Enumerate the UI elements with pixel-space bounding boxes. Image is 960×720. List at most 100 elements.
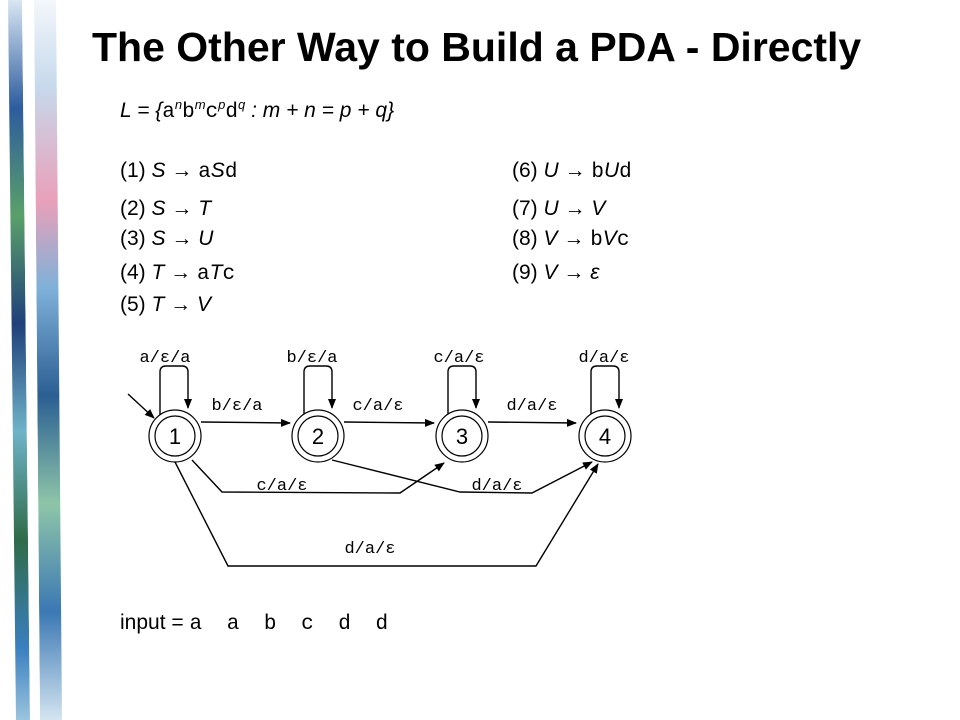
transition-label: c/a/ε — [256, 477, 307, 496]
grammar-rule-6: (6) U → bUd — [512, 160, 632, 183]
rule-lhs: S — [151, 159, 166, 182]
language-definition: L = {anbmcpdq : m + n = p + q} — [120, 97, 395, 124]
input-label: input = — [120, 611, 190, 634]
rule-arrow: → — [164, 293, 197, 316]
transition-label: d/a/ε — [471, 477, 522, 496]
lang-exp-n: n — [174, 97, 183, 112]
rule-number: (6) — [512, 159, 544, 182]
lang-exp-m: m — [194, 97, 206, 112]
rule-rhs-symbol: ε — [590, 261, 600, 284]
rule-number: (5) — [120, 293, 152, 316]
rule-rhs-symbol: c — [222, 263, 236, 286]
rule-rhs-symbol: V — [591, 197, 606, 220]
rule-arrow: → — [165, 227, 199, 250]
rule-rhs-symbol: S — [210, 159, 225, 182]
rule-rhs-symbol: a — [198, 161, 211, 184]
rule-rhs-symbol: V — [197, 293, 212, 316]
rule-rhs-symbol: b — [590, 229, 603, 252]
lang-exp-q: q — [238, 97, 246, 112]
transition-arrow — [331, 459, 593, 494]
input-string: a a b c d d — [189, 613, 395, 636]
grammar-rule-1: (1) S → aSd — [120, 160, 237, 183]
rule-number: (4) — [120, 261, 152, 284]
language-condition: : m + n = p + q} — [245, 99, 395, 122]
rule-number: (3) — [120, 227, 152, 250]
rule-arrow: → — [557, 227, 591, 250]
rule-lhs: S — [151, 227, 166, 250]
rule-arrow: → — [558, 197, 592, 220]
rule-rhs-symbol: U — [603, 159, 620, 182]
rule-rhs-symbol: U — [198, 227, 214, 250]
transition-arrow — [590, 365, 623, 416]
rule-arrow: → — [165, 197, 199, 220]
rule-lhs: V — [543, 261, 558, 284]
state-label: 3 — [456, 424, 468, 449]
rule-rhs-symbol: T — [209, 261, 223, 284]
grammar-rule-5: (5) T → V — [120, 294, 211, 315]
rule-arrow: → — [558, 159, 592, 182]
transition-label: b/ε/a — [286, 349, 337, 368]
rule-number: (8) — [512, 227, 544, 250]
rule-rhs-symbol: c — [616, 229, 630, 252]
grammar-rule-8: (8) V → bVc — [512, 228, 629, 251]
rule-lhs: T — [151, 293, 165, 316]
start-state-arrow — [127, 393, 155, 419]
grammar-rule-2: (2) S → T — [120, 198, 211, 219]
rule-lhs: V — [543, 227, 558, 250]
rule-rhs-symbol: a — [197, 263, 210, 286]
slide-title: The Other Way to Build a PDA - Directly — [92, 24, 862, 70]
rule-arrow: → — [557, 261, 591, 284]
state-label: 2 — [312, 424, 324, 449]
state-label: 1 — [169, 424, 181, 449]
transition-label: c/a/ε — [352, 397, 403, 416]
transition-label: a/ε/a — [139, 349, 190, 368]
rule-number: (1) — [120, 159, 152, 182]
rule-rhs-symbol: d — [224, 161, 238, 184]
transition-label: c/a/ε — [433, 349, 484, 368]
transition-arrow — [200, 418, 291, 427]
language-prefix: L = { — [120, 99, 163, 122]
transition-arrow — [191, 459, 445, 494]
transition-arrow — [174, 461, 599, 567]
rule-rhs-symbol: T — [198, 197, 212, 220]
state-node — [584, 415, 626, 457]
rule-arrow: → — [164, 261, 197, 284]
rule-lhs: S — [151, 197, 166, 220]
lang-symbol-c: c — [205, 101, 219, 124]
lang-exp-p: p — [218, 97, 226, 112]
lang-symbol-a: a — [162, 101, 175, 124]
rule-rhs-symbol: b — [591, 161, 604, 184]
transition-arrow — [447, 365, 480, 416]
state-node — [154, 415, 196, 457]
rule-number: (2) — [120, 197, 152, 220]
transition-arrow — [303, 365, 336, 416]
transition-label: b/ε/a — [211, 397, 262, 416]
transition-label: d/a/ε — [578, 349, 629, 368]
grammar-rule-4: (4) T → aTc — [120, 262, 235, 285]
rule-lhs: U — [543, 197, 559, 220]
grammar-rule-7: (7) U → V — [512, 198, 605, 219]
lang-symbol-b: b — [182, 101, 195, 124]
lang-symbol-d: d — [225, 101, 238, 124]
rule-lhs: U — [543, 159, 559, 182]
decorative-border-image — [8, 0, 62, 720]
transition-label: d/a/ε — [344, 540, 395, 559]
rule-arrow: → — [165, 159, 199, 182]
input-line: input = a a b c d d — [120, 612, 394, 635]
transition-arrow — [487, 418, 577, 427]
rule-number: (7) — [512, 197, 544, 220]
rule-rhs-symbol: d — [619, 161, 632, 184]
rule-rhs-symbol: V — [602, 227, 617, 250]
state-label: 4 — [599, 424, 611, 449]
transition-arrow — [343, 418, 435, 427]
rule-lhs: T — [151, 261, 165, 284]
state-node — [297, 415, 339, 457]
transition-label: d/a/ε — [506, 397, 557, 416]
grammar-rule-9: (9) V → ε — [512, 262, 599, 283]
rule-number: (9) — [512, 261, 544, 284]
grammar-rule-3: (3) S → U — [120, 228, 213, 249]
state-node — [441, 415, 483, 457]
transition-arrow — [159, 365, 192, 416]
